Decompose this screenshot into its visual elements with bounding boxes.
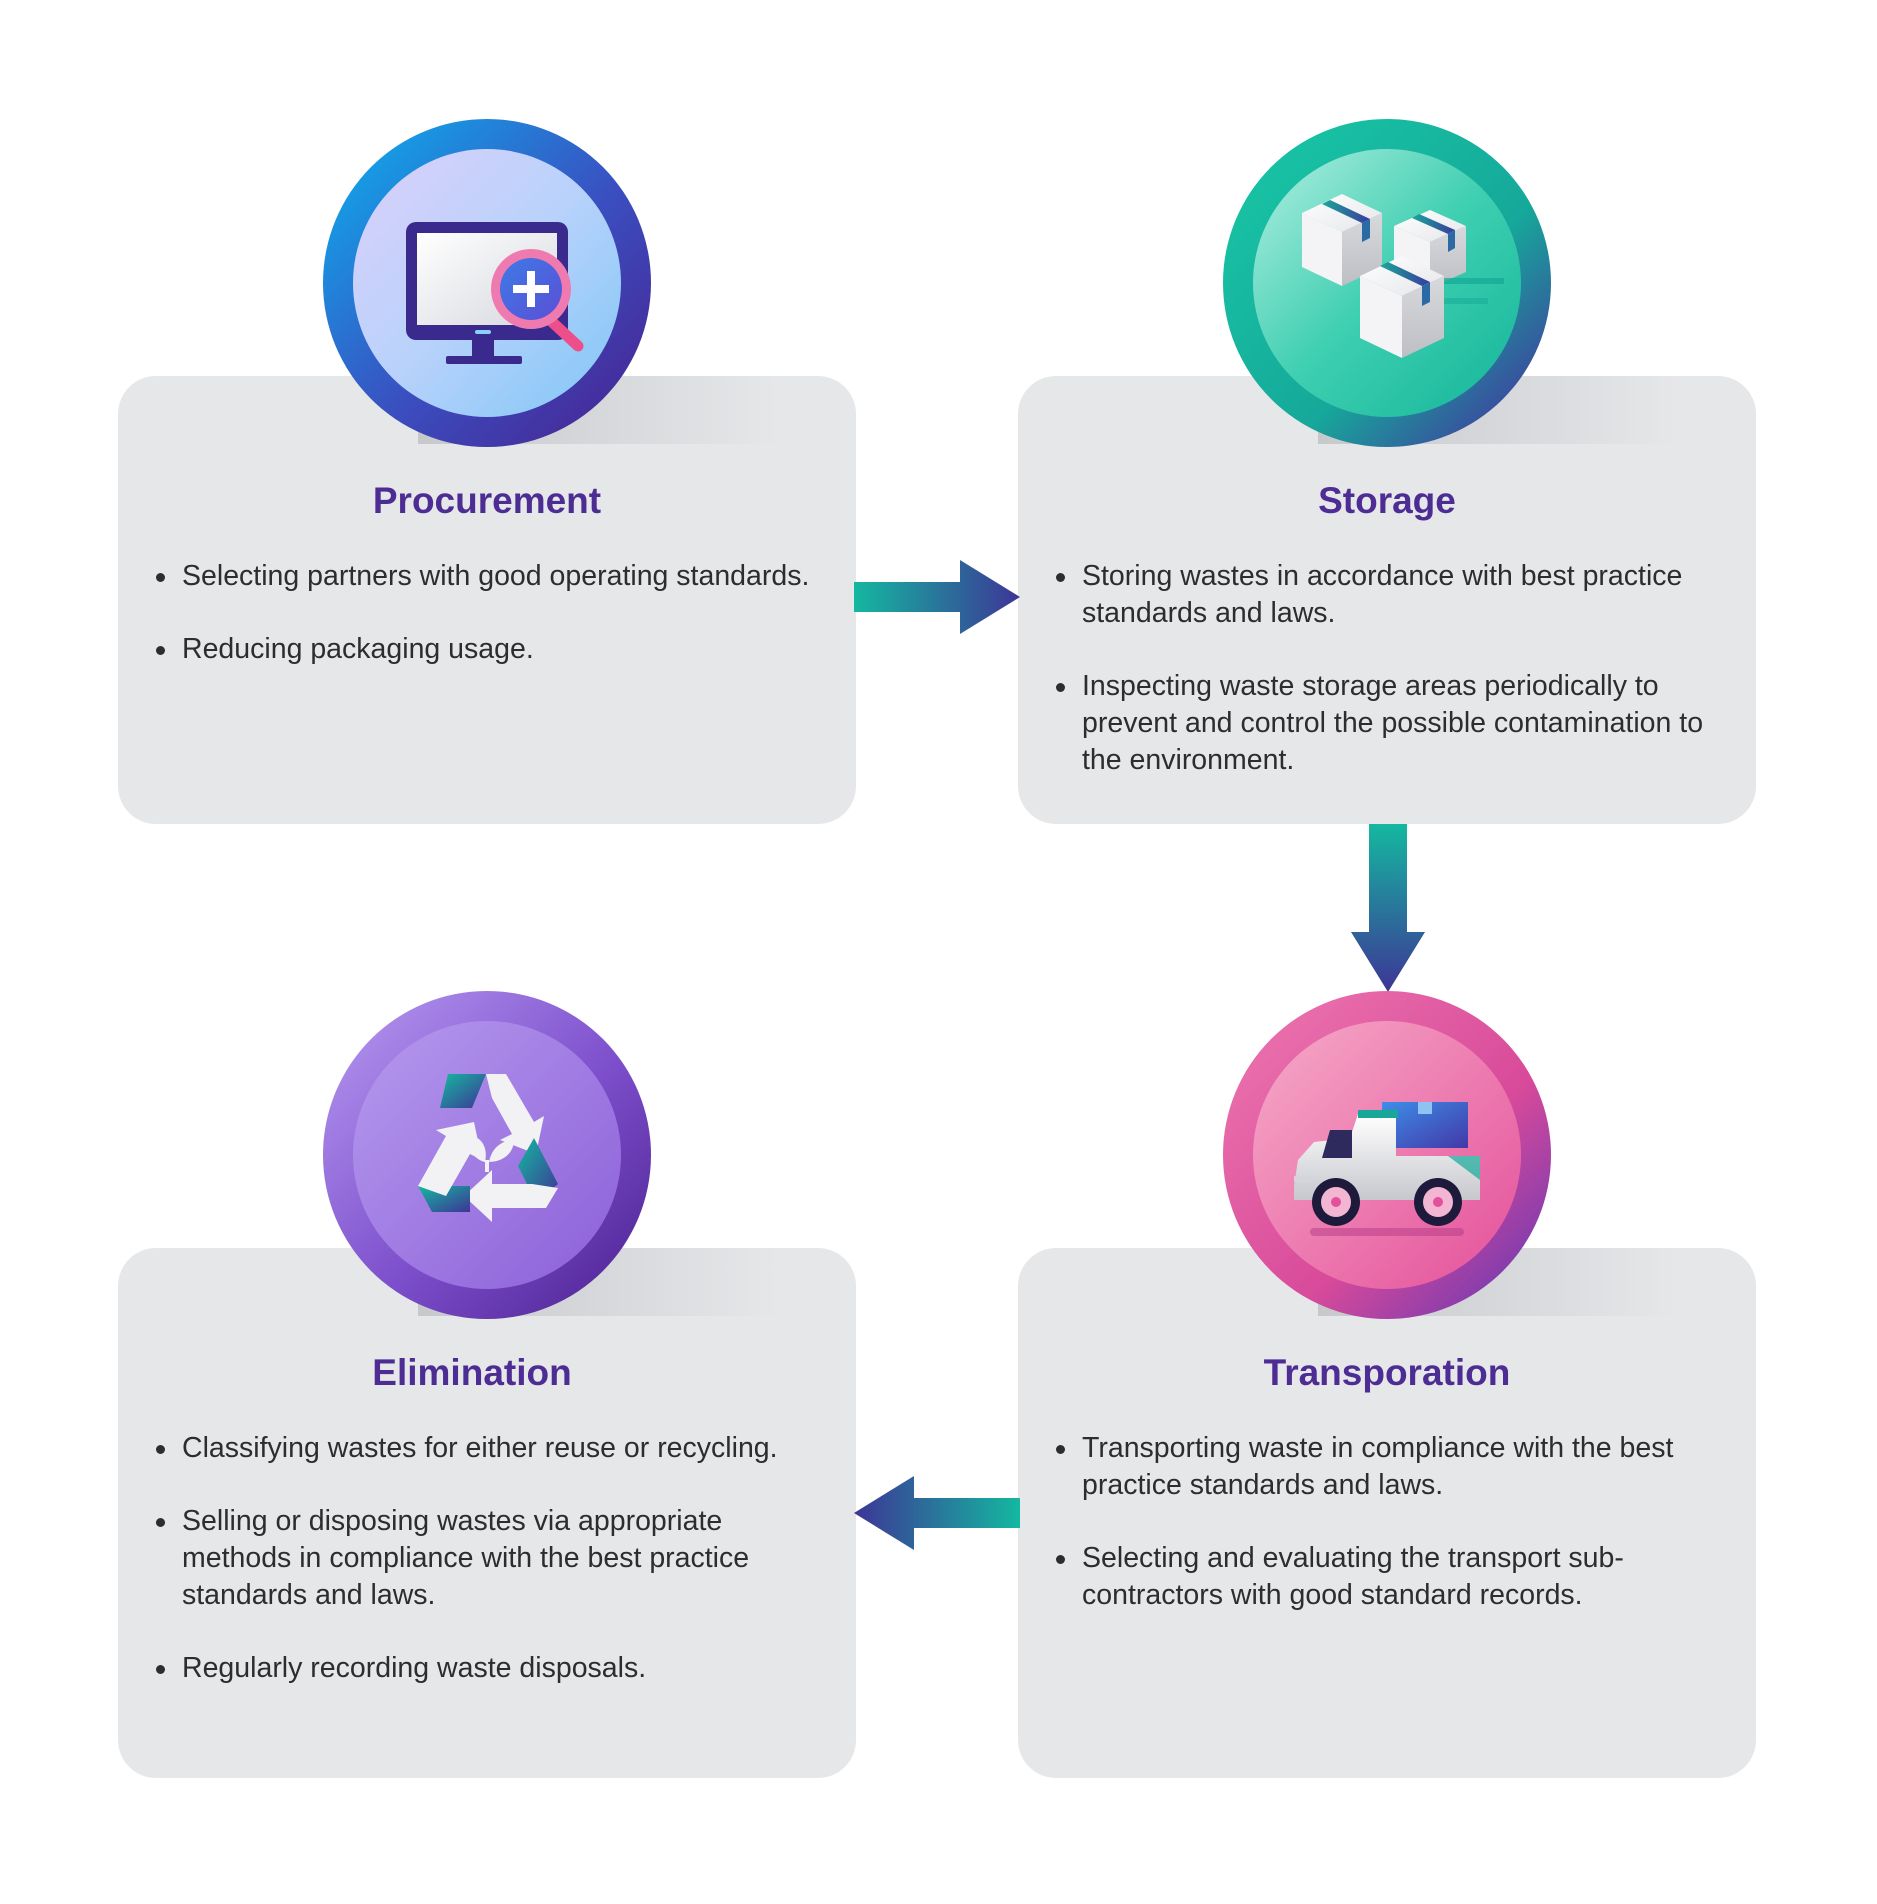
transportation-title: Transporation bbox=[1263, 1352, 1511, 1393]
arrow-down-icon bbox=[1351, 824, 1425, 992]
recycle-icon bbox=[323, 991, 651, 1319]
list-item: Selling or disposing wastes via appropri… bbox=[156, 1503, 816, 1614]
elimination-list: Classifying wastes for either reuse or r… bbox=[156, 1430, 816, 1723]
list-item: Inspecting waste storage areas periodica… bbox=[1056, 668, 1716, 779]
elimination-title: Elimination bbox=[372, 1352, 572, 1393]
list-item: Regularly recording waste disposals. bbox=[156, 1650, 816, 1687]
monitor-magnifier-icon bbox=[323, 119, 651, 447]
storage-card: Storage Storing wastes in accordance wit… bbox=[1018, 376, 1756, 824]
list-item: Transporting waste in compliance with th… bbox=[1056, 1430, 1716, 1504]
list-item: Selecting and evaluating the transport s… bbox=[1056, 1540, 1716, 1614]
list-item: Reducing packaging usage. bbox=[156, 631, 816, 668]
transportation-list: Transporting waste in compliance with th… bbox=[1056, 1430, 1716, 1650]
list-item: Storing wastes in accordance with best p… bbox=[1056, 558, 1716, 632]
boxes-icon bbox=[1223, 119, 1551, 447]
list-item: Classifying wastes for either reuse or r… bbox=[156, 1430, 816, 1467]
transportation-card: Transporation Transporting waste in comp… bbox=[1018, 1248, 1756, 1778]
arrow-right-icon bbox=[854, 560, 1020, 634]
procurement-list: Selecting partners with good operating s… bbox=[156, 558, 816, 704]
elimination-card: Elimination Classifying wastes for eithe… bbox=[118, 1248, 856, 1778]
procurement-card: Procurement Selecting partners with good… bbox=[118, 376, 856, 824]
storage-title: Storage bbox=[1318, 480, 1456, 521]
truck-icon bbox=[1223, 991, 1551, 1319]
list-item: Selecting partners with good operating s… bbox=[156, 558, 816, 595]
procurement-title: Procurement bbox=[372, 480, 602, 521]
storage-list: Storing wastes in accordance with best p… bbox=[1056, 558, 1716, 815]
arrow-left-icon bbox=[854, 1476, 1020, 1550]
